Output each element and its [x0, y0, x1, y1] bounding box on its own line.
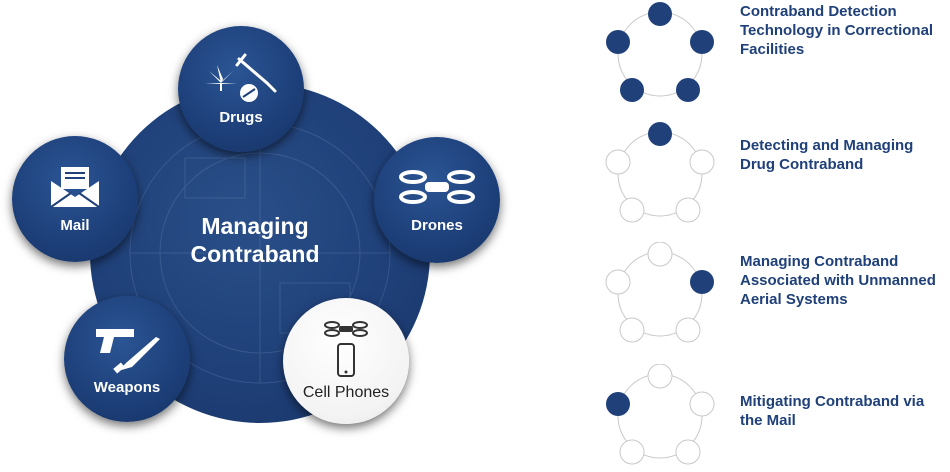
node-weapons: Weapons	[64, 296, 190, 422]
node-drugs-label: Drugs	[219, 108, 263, 126]
mini-pentagon-drones	[605, 242, 714, 343]
node-drones: Drones	[374, 137, 500, 263]
center-title: Managing Contraband	[155, 212, 355, 268]
mail-icon	[50, 166, 100, 208]
node-cell-phones-label: Cell Phones	[302, 384, 390, 401]
mini-pentagon-all	[606, 2, 714, 102]
node-mail: Mail	[12, 136, 138, 262]
legend-row-3-text: Managing Contraband Associated with Unma…	[740, 253, 936, 308]
drugs-icon	[205, 53, 277, 102]
center-title-line2: Contraband	[190, 241, 320, 267]
weapons-icon	[96, 328, 160, 374]
drone-icon	[399, 169, 475, 204]
node-mail-label: Mail	[60, 216, 90, 234]
center-title-line1: Managing	[201, 213, 309, 239]
node-cell-phones: Cell Phones	[283, 298, 409, 424]
legend-row-1-text: Contraband Detection Technology in Corre…	[740, 3, 934, 58]
mini-pentagon-mail	[606, 364, 715, 465]
legend-row-4-text: Mitigating Contraband via the Mail	[740, 393, 925, 429]
node-drugs: Drugs	[178, 26, 304, 152]
legend-row-2-text: Detecting and Managing Drug Contraband	[740, 137, 914, 173]
node-drones-label: Drones	[411, 216, 463, 234]
cell-phone-icon	[324, 321, 368, 377]
node-weapons-label: Weapons	[93, 378, 161, 396]
mini-pentagon-drugs	[605, 122, 715, 223]
